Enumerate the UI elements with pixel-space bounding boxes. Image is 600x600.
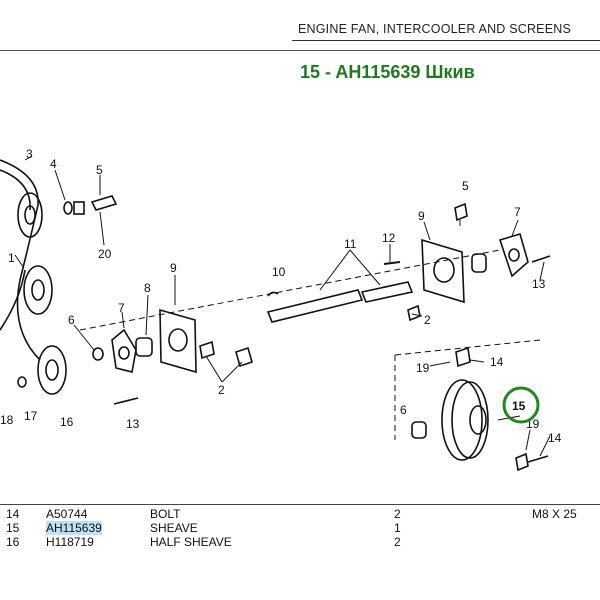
label-17: 17	[24, 409, 38, 423]
table-row: 16 H118719 HALF SHEAVE 2	[0, 535, 600, 549]
label-13-left: 13	[126, 417, 140, 431]
label-20: 20	[98, 247, 112, 261]
label-3: 3	[26, 147, 33, 161]
label-8: 8	[144, 281, 151, 295]
plate-9-left	[159, 308, 197, 374]
section-title-underline	[292, 40, 600, 41]
label-6-right: 6	[400, 403, 407, 417]
row-quantity: 2	[394, 535, 401, 549]
label-2-right: 2	[424, 313, 431, 327]
label-16: 16	[60, 415, 74, 429]
label-14-upper: 14	[490, 355, 504, 369]
row-ref: 15	[6, 521, 20, 535]
label-14-lower: 14	[548, 431, 562, 445]
label-19-upper: 19	[416, 361, 430, 375]
diagram-labels: 3 4 5 20 1 11 12 9 7 9 8 7 6 10 2 13 18 …	[0, 147, 562, 445]
label-18: 18	[0, 413, 14, 427]
label-7-right: 7	[514, 205, 521, 219]
header-divider	[0, 50, 600, 51]
row-description: BOLT	[150, 507, 181, 521]
row-part-number[interactable]: A50744	[46, 507, 88, 521]
row-part-number[interactable]: H118719	[46, 535, 94, 549]
bearing-8	[135, 337, 153, 357]
label-15: 15	[512, 399, 526, 413]
row-quantity: 1	[394, 521, 401, 535]
label-5: 5	[96, 163, 103, 177]
belt-inner	[0, 169, 31, 211]
label-7-left: 7	[118, 301, 125, 315]
bolt-5	[90, 195, 118, 211]
row-description: SHEAVE	[150, 521, 198, 535]
sheave-15	[441, 379, 483, 461]
parts-table-divider	[0, 504, 600, 505]
highlight-ring	[502, 386, 540, 424]
bracket-7-right	[498, 233, 529, 278]
row-ref: 16	[6, 535, 20, 549]
section-title: ENGINE FAN, INTERCOOLER AND SCREENS	[298, 22, 572, 36]
label-9-left: 9	[170, 261, 177, 275]
middle-sheave	[23, 265, 53, 315]
label-4: 4	[50, 157, 57, 171]
label-6-left: 6	[68, 313, 75, 327]
label-11: 11	[344, 237, 357, 251]
label-12: 12	[382, 231, 396, 245]
row-note: M8 X 25	[532, 507, 577, 521]
table-row: 15 AH115639 SHEAVE 1	[0, 521, 600, 535]
row-description: HALF SHEAVE	[150, 535, 232, 549]
label-9-right: 9	[418, 209, 425, 223]
table-row: 14 A50744 BOLT 2 M8 X 25	[0, 507, 600, 521]
row-ref: 14	[6, 507, 20, 521]
label-2-left: 2	[218, 383, 225, 397]
row-quantity: 2	[394, 507, 401, 521]
lower-sheave	[37, 345, 67, 395]
highlight-part-title: 15 - AH115639 Шкив	[300, 62, 475, 82]
plate-9-right	[421, 238, 465, 304]
label-10: 10	[272, 265, 286, 279]
bracket-7-left	[111, 328, 137, 373]
upper-sheave	[17, 192, 43, 238]
belt	[0, 159, 41, 361]
label-13-right: 13	[532, 277, 546, 291]
exploded-parts-diagram: 3 4 5 20 1 11 12 9 7 9 8 7 6 10 2 13 18 …	[0, 147, 562, 472]
label-5-right: 5	[462, 179, 469, 193]
shaft-11	[266, 289, 364, 323]
label-1: 1	[8, 251, 15, 265]
washer-4	[63, 201, 73, 215]
row-part-number-highlighted[interactable]: AH115639	[46, 521, 102, 535]
